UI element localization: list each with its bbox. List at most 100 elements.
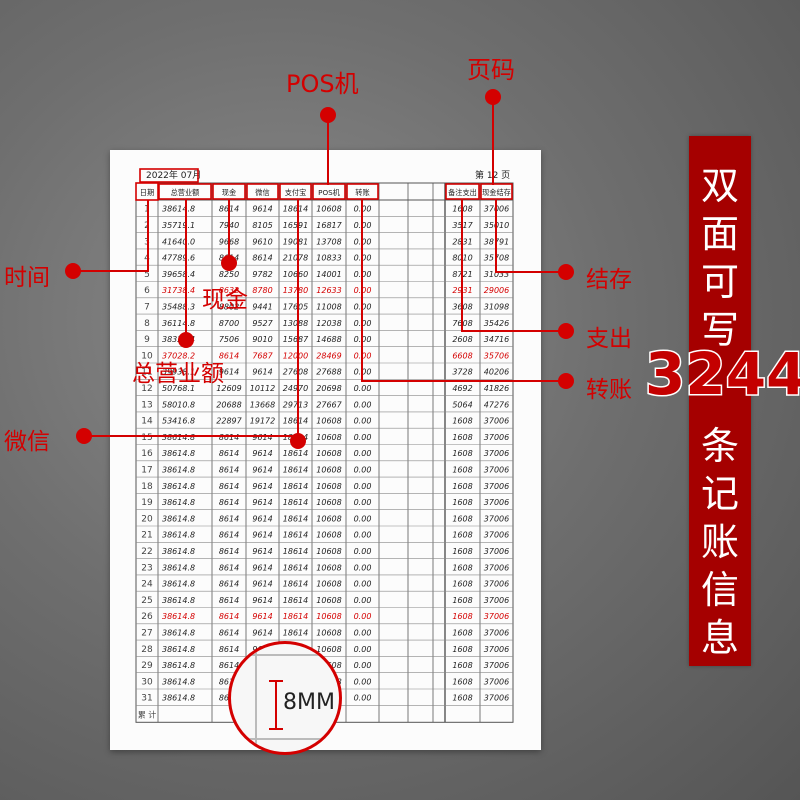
header-highlight: [135, 182, 159, 201]
ledger-cell: 9527: [252, 319, 273, 328]
ledger-day-number: 28: [141, 645, 153, 655]
ledger-cell: 8614: [219, 351, 239, 360]
ledger-cell: 8614: [219, 580, 239, 589]
ledger-day-number: 6: [144, 286, 150, 296]
ledger-cell: 8614: [219, 596, 239, 605]
ledger-cell: 12000: [283, 351, 308, 360]
ledger-cell: 38614.8: [162, 645, 195, 654]
ledger-cell: 1608: [452, 596, 472, 605]
ledger-cell: 2608: [452, 335, 472, 344]
ledger-cell: 8614: [219, 498, 239, 507]
ledger-day-number: 7: [144, 303, 150, 313]
ledger-cell: 0.00: [354, 449, 372, 458]
ledger-cell: 13668: [250, 400, 275, 409]
ledger-cell: 18614: [283, 466, 308, 475]
ledger-cell: 18614: [283, 205, 308, 214]
ledger-cell: 9614: [252, 596, 272, 605]
total-callout-dot: [178, 332, 194, 348]
ledger-cell: 9614: [252, 433, 272, 442]
ledger-header-cell: POS机: [318, 188, 341, 197]
time-callout-line: [73, 200, 149, 272]
ledger-cell: 15687: [283, 335, 309, 344]
ledger-cell: 31033: [484, 270, 509, 279]
ledger-cell: 10608: [316, 482, 341, 491]
ledger-cell: 1608: [452, 514, 472, 523]
ledger-cell: 12038: [316, 319, 341, 328]
ledger-cell: 18614: [283, 547, 308, 556]
ledger-header-cell: 总营业额: [171, 188, 200, 197]
ledger-cell: 0.00: [354, 547, 372, 556]
callout-pos: POS机: [286, 70, 359, 98]
ledger-cell: 37006: [484, 466, 509, 475]
ledger-day-number: 12: [141, 384, 152, 394]
ledger-cell: 10660: [283, 270, 308, 279]
ledger-cell: 10608: [316, 580, 341, 589]
ledger-cell: 38614.8: [162, 498, 195, 507]
ledger-cell: 40206: [484, 368, 509, 377]
ledger-cell: 0.00: [354, 645, 372, 654]
ledger-cell: 37006: [484, 514, 509, 523]
ledger-cell: 1608: [452, 547, 472, 556]
ledger-day-number: 30: [141, 677, 153, 687]
ledger-cell: 14688: [316, 335, 341, 344]
ledger-cell: 9782: [252, 270, 272, 279]
feature-banner: 双 面 可 写 条 记 账 信 息: [689, 136, 751, 666]
ledger-cell: 18614: [283, 514, 308, 523]
ledger-cell: 8250: [219, 270, 239, 279]
ledger-cell: 38614.8: [162, 205, 195, 214]
page-callout-dot: [485, 89, 501, 105]
ledger-date: 2022年 07月: [146, 169, 201, 181]
ledger-cell: 6608: [452, 351, 472, 360]
banner-char: 双: [700, 164, 739, 208]
ledger-cell: 38614.8: [162, 612, 195, 621]
header-highlight: [279, 183, 312, 200]
ledger-cell: 10608: [316, 205, 341, 214]
ledger-cell: 37006: [484, 596, 509, 605]
ledger-cell: 9614: [252, 482, 272, 491]
ledger-cell: 38614.8: [162, 531, 195, 540]
ledger-cell: 38614.8: [162, 449, 195, 458]
ledger-day-number: 11: [141, 368, 152, 378]
ledger-cell: 8614: [219, 514, 239, 523]
ledger-cell: 1608: [452, 417, 472, 426]
header-highlight: [312, 183, 346, 200]
callout-wechat: 微信: [4, 429, 50, 455]
ledger-cell: 37006: [484, 677, 509, 686]
ledger-day-number: 22: [141, 547, 152, 557]
ledger-cell: 9614: [252, 580, 272, 589]
time-callout-dot: [65, 263, 81, 279]
ledger-cell: 9614: [252, 563, 272, 572]
ledger-day-number: 24: [141, 580, 153, 590]
ledger-cell: 10833: [316, 254, 341, 263]
ledger-cell: 21078: [283, 254, 308, 263]
banner-char: 写: [700, 308, 739, 352]
callout-balance: 结存: [586, 267, 632, 293]
ledger-cell: 8614: [219, 629, 239, 638]
ledger-cell: 7506: [219, 335, 239, 344]
ledger-cell: 9614: [252, 498, 272, 507]
balance-callout-line: [495, 200, 566, 273]
ledger-cell: 8632: [219, 286, 239, 295]
ledger-cell: 35719.1: [162, 221, 195, 230]
ledger-cell: 9614: [252, 629, 272, 638]
ledger-day-number: 20: [141, 514, 153, 524]
magnifier-grid-line: [231, 738, 339, 740]
ledger-cell: 1608: [452, 563, 472, 572]
ledger-cell: 10608: [316, 417, 341, 426]
ledger-cell: 37006: [484, 531, 509, 540]
ledger-cell: 18614: [283, 580, 308, 589]
ledger-cell: 37006: [484, 417, 509, 426]
ledger-cell: 27608: [283, 368, 308, 377]
record-count-number: 3244: [643, 339, 800, 410]
ledger-cell: 37006: [484, 498, 509, 507]
ledger-cell: 0.00: [354, 580, 372, 589]
ledger-cell: 50768.1: [162, 384, 195, 393]
ledger-day-number: 8: [144, 319, 150, 329]
ledger-day-number: 14: [141, 417, 153, 427]
ledger-cell: 18614: [283, 449, 308, 458]
banner-char: 账: [700, 520, 739, 564]
callout-expense: 支出: [586, 326, 632, 352]
banner-char: 可: [700, 260, 739, 304]
ledger-cell: 8614: [219, 531, 239, 540]
